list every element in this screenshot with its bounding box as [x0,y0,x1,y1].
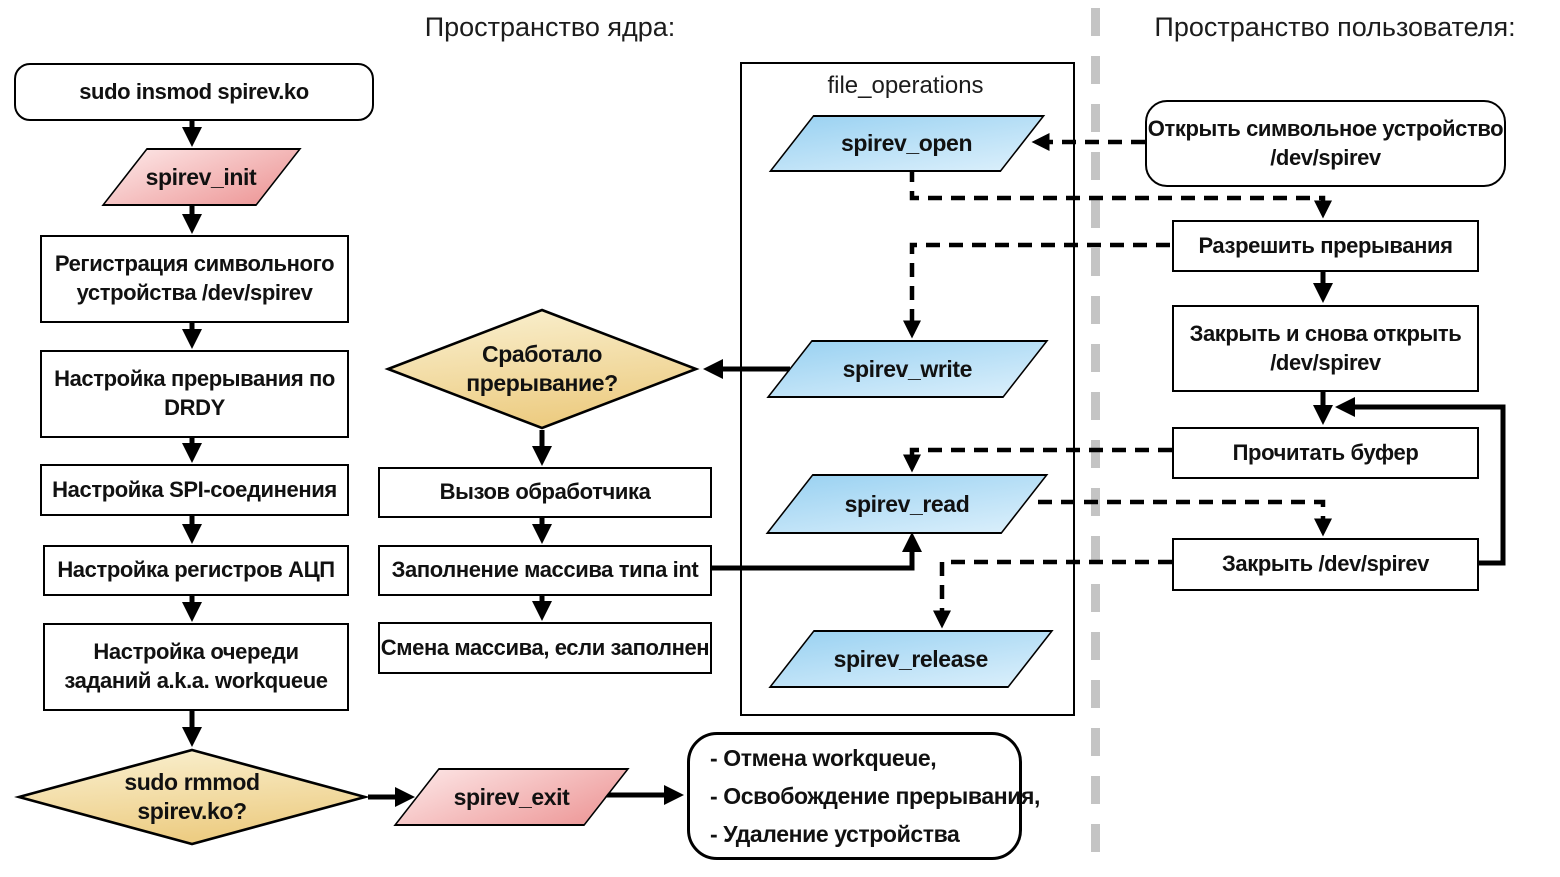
interrupt-diamond-shape [385,308,699,430]
dashed-read-to-close [1038,499,1332,537]
spirev-init-parallelogram: spirev_init [101,148,302,206]
read-buffer-step: Прочитать буфер [1172,427,1479,479]
close-device-step: Закрыть /dev/spirev [1172,538,1479,591]
interrupt-decision-diamond: Сработало прерывание? [385,308,699,430]
rmmod-diamond-shape [16,748,368,846]
space-divider-dashed-line [1091,8,1100,866]
rmmod-decision-diamond: sudo rmmod spirev.ko? [16,748,368,846]
kernel-space-heading: Пространство ядра: [424,12,676,42]
setup-irq-step: Настройка прерывания по DRDY [40,350,349,438]
setup-spi-step: Настройка SPI-соединения [40,464,349,516]
open-device-step: Открыть символьное устройство /dev/spire… [1145,100,1506,187]
swap-array-step: Смена массива, если заполнен [378,622,712,674]
spirev-release-parallelogram: spirev_release [768,630,1054,688]
fill-array-step: Заполнение массива типа int [378,545,712,596]
reopen-device-step: Закрыть и снова открыть /dev/spirev [1172,305,1479,392]
rmmod-decision-label: sudo rmmod spirev.ko? [124,769,260,824]
insmod-terminal: sudo insmod spirev.ko [14,63,374,121]
spirev-open-parallelogram: spirev_open [768,115,1046,172]
spirev-write-parallelogram: spirev_write [766,340,1049,398]
interrupt-decision-label: Сработало прерывание? [466,341,618,396]
setup-workqueue-step: Настройка очереди заданий a.k.a. workque… [43,623,349,711]
cleanup-actions-note: - Отмена workqueue, - Освобождение преры… [687,732,1040,860]
file-operations-title: file_operations [827,72,984,99]
enable-interrupts-step: Разрешить прерывания [1172,220,1479,272]
spirev-read-parallelogram: spirev_read [765,474,1049,534]
setup-adc-step: Настройка регистров АЦП [43,545,349,596]
register-device-step: Регистрация символьного устройства /dev/… [40,235,349,323]
user-space-heading: Пространство пользователя: [1154,12,1516,42]
call-handler-step: Вызов обработчика [378,467,712,518]
spirev-exit-parallelogram: spirev_exit [393,768,630,826]
